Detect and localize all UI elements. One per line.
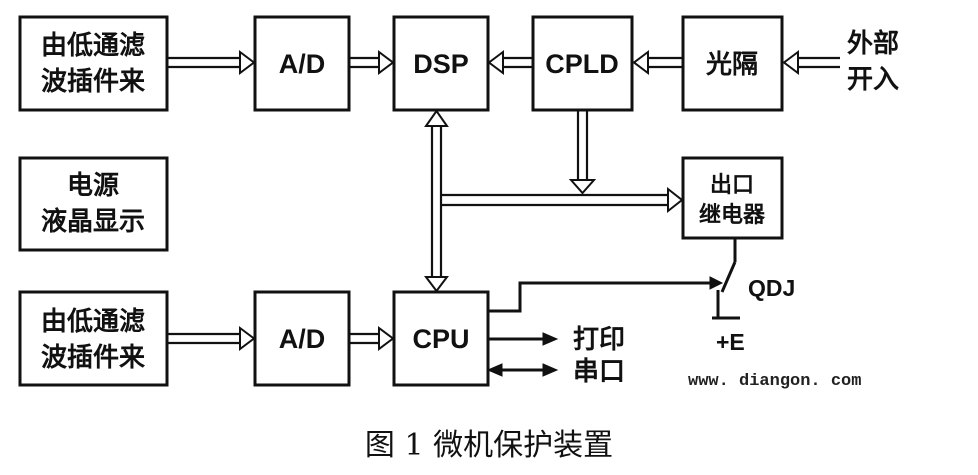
arrow-bus-to-relay xyxy=(441,186,684,214)
ad-top-box xyxy=(253,15,351,112)
lpf-top-label-1: 由低通滤 xyxy=(41,31,145,61)
arrow-print xyxy=(488,332,559,346)
lcd-label: 液晶显示 xyxy=(41,207,145,237)
lpf-bottom-box xyxy=(18,290,169,387)
lpf-top-box xyxy=(18,15,169,112)
dsp-box xyxy=(392,15,490,112)
dsp-label: DSP xyxy=(413,49,469,79)
external-input-label-1: 外部 xyxy=(847,29,899,59)
power-label: 电源 xyxy=(67,171,119,201)
ad-bottom-label: A/D xyxy=(279,324,326,354)
qdj-label: QDJ xyxy=(748,275,795,301)
external-input-label-2: 开入 xyxy=(847,65,899,95)
arrow-ad-bottom-to-cpu xyxy=(349,326,395,351)
qdj-switch-icon xyxy=(712,238,740,320)
ad-top-label: A/D xyxy=(279,49,326,79)
plus-e-label: +E xyxy=(716,329,745,355)
arrow-cpld-to-dsp xyxy=(487,50,533,75)
serial-label: 串口 xyxy=(573,357,625,387)
cpld-box xyxy=(531,15,634,112)
arrow-ad-top-to-dsp xyxy=(349,50,395,75)
arrow-lpf-bottom-to-ad xyxy=(167,326,256,351)
cpld-label: CPLD xyxy=(545,49,619,79)
figure-caption: 图 1 微机保护装置 xyxy=(365,428,613,463)
arrow-optocoupler-to-cpld xyxy=(632,50,683,75)
power-lcd-box xyxy=(18,156,169,252)
bus-dsp-cpu xyxy=(424,109,449,293)
optocoupler-box xyxy=(681,15,784,112)
arrow-external-to-optocoupler xyxy=(782,50,840,75)
relay-box xyxy=(681,156,784,240)
relay-label-2: 继电器 xyxy=(699,202,766,228)
lpf-bottom-label-1: 由低通滤 xyxy=(41,307,145,337)
lpf-top-label-2: 波插件来 xyxy=(41,67,146,97)
cpu-to-qdj-line xyxy=(488,276,724,313)
optocoupler-label: 光隔 xyxy=(705,50,758,80)
arrow-cpld-down xyxy=(568,110,597,195)
relay-label-1: 出口 xyxy=(710,173,754,198)
arrow-lpf-top-to-ad xyxy=(167,50,256,75)
print-label: 打印 xyxy=(573,325,625,355)
cpu-label: CPU xyxy=(412,324,469,354)
arrow-serial xyxy=(486,363,559,377)
website-watermark: www. diangon. com xyxy=(688,372,861,391)
lpf-bottom-label-2: 波插件来 xyxy=(41,343,146,373)
